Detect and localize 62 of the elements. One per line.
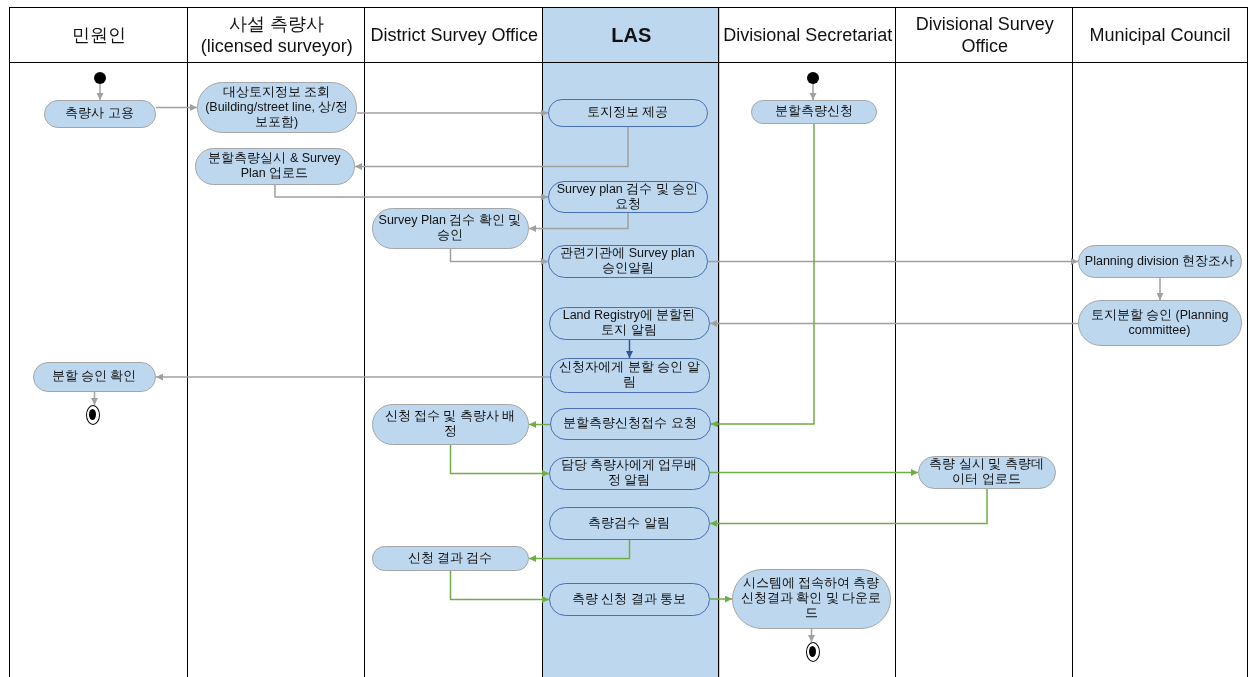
activity-box: 분할측량신청 (750, 99, 877, 124)
arrow (1156, 277, 1164, 301)
lane-title: 사설 측량사 (licensed surveyor) (199, 13, 354, 57)
arrow (709, 320, 1079, 327)
activity-box: 측량 신청 결과 통보 (548, 582, 710, 616)
arrow (96, 83, 104, 101)
lane-title: 민원인 (72, 24, 127, 46)
activity-box: 분할측량실시 & Survey Plan 업로드 (194, 147, 355, 185)
activity-box: 측량 실시 및 측량데이터 업로드 (917, 455, 1056, 489)
lane-title: Municipal Council (1089, 24, 1231, 46)
arrow (155, 373, 551, 381)
activity-box: 신청 결과 검수 (371, 545, 529, 571)
activity-box: 측량검수 알림 (548, 506, 710, 540)
arrow (528, 539, 631, 562)
arrow (528, 421, 551, 428)
lane-title: LAS (611, 24, 652, 46)
arrow (449, 248, 549, 265)
activity-box: 분할측량신청접수 요청 (549, 407, 711, 440)
activity-box: 측량사 고용 (43, 99, 156, 128)
activity-box: 신청자에게 분할 승인 알림 (549, 357, 710, 393)
end-node (805, 641, 820, 662)
arrow (354, 126, 629, 170)
activity-box: 대상토지정보 조회 (Building/street line, 상/정보포함) (196, 81, 357, 133)
arrow (707, 258, 1079, 265)
arrow (709, 469, 919, 476)
activity-box: Land Registry에 분할된 토지 알림 (548, 306, 710, 340)
arrow (809, 83, 817, 101)
arrow (528, 212, 629, 232)
lane-title: Divisional Secretariat (723, 24, 893, 46)
arrow (356, 109, 549, 117)
arrow (449, 570, 550, 603)
lane-title: District Survey Office (370, 24, 539, 46)
activity-box: Survey plan 검수 및 승인요청 (547, 180, 708, 213)
swimlane (1072, 7, 1248, 677)
swimlane (895, 7, 1074, 677)
arrow (710, 123, 815, 428)
arrow (709, 595, 733, 603)
activity-box: 관련기관에 Survey plan 승인알림 (547, 244, 708, 278)
arrow (274, 184, 549, 201)
swimlane (364, 7, 544, 677)
activity-box: 토지정보 제공 (547, 98, 708, 127)
arrow (626, 339, 633, 359)
activity-box: 토지분할 승인 (Planning committee) (1077, 299, 1242, 346)
end-node (85, 404, 100, 425)
arrow (808, 628, 815, 643)
arrow (449, 444, 550, 477)
start-node (806, 71, 819, 84)
activity-box: Survey Plan 검수 확인 및 승인 (371, 207, 529, 249)
lane-title: Divisional Survey Office (914, 13, 1055, 57)
arrow (155, 104, 198, 111)
start-node (93, 71, 106, 84)
activity-box: 신청 접수 및 측량사 배정 (371, 403, 529, 445)
activity-box: 담당 측량사에게 업무배정 알림 (548, 456, 710, 490)
swimlane (718, 7, 897, 677)
activity-box: Planning division 현장조사 (1077, 244, 1242, 278)
activity-box: 시스템에 접속하여 측량신청결과 확인 및 다운로드 (731, 568, 891, 629)
swimlane (9, 7, 189, 677)
swimlane (187, 7, 366, 677)
arrow (91, 391, 98, 406)
activity-box: 분할 승인 확인 (32, 361, 156, 392)
arrow (709, 488, 988, 527)
swimlane (542, 7, 720, 677)
